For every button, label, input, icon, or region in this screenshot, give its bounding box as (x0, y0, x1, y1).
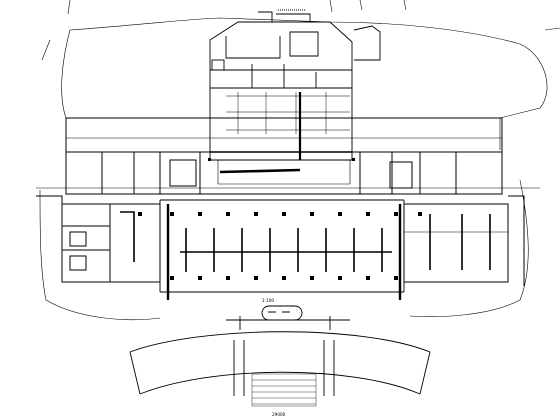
scale-note: 1:100 (262, 298, 274, 303)
tower-diffusers (210, 92, 352, 160)
entrance-stairs (251, 373, 317, 407)
columns (138, 158, 422, 280)
central-hall (159, 199, 405, 293)
ductwork (120, 168, 491, 300)
bottom-dimension: 29000 (272, 412, 286, 417)
top-tower (209, 9, 381, 161)
main-wing (36, 117, 540, 195)
side-wings (36, 195, 525, 286)
entrance (129, 305, 431, 396)
